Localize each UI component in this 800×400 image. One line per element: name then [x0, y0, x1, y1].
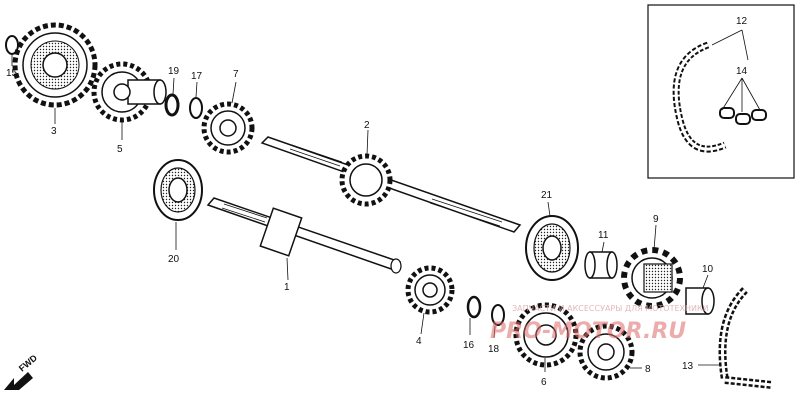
callout-8: 8	[645, 364, 651, 375]
part-16-washer	[466, 295, 482, 335]
part-10-spacer	[685, 274, 715, 315]
part-7-gear	[201, 81, 255, 155]
watermark-brand: PRO-MOTOR.RU	[490, 319, 686, 344]
part-9-sprocket	[621, 224, 683, 309]
callout-14: 14	[736, 66, 748, 77]
watermark-tagline: ЗАПЧАСТИ И АКСЕССУАРЫ ДЛЯ МОТОТЕХНИКИ	[512, 304, 709, 313]
callout-6: 6	[541, 377, 547, 388]
callout-13: 13	[682, 361, 694, 372]
callout-19: 19	[168, 66, 180, 77]
part-18-circlip	[491, 304, 505, 339]
part-17-circlip	[189, 81, 203, 119]
callout-20: 20	[168, 254, 180, 265]
callout-labels: 1 2 3 4 5 6 7 8 9 10 11 12 13 14 15 16 1…	[6, 16, 748, 388]
callout-3: 3	[51, 126, 57, 137]
callout-7: 7	[233, 69, 239, 80]
part-3-gear	[12, 22, 98, 124]
part-6-gear	[513, 302, 579, 372]
part-4-gear	[405, 265, 455, 335]
callout-16: 16	[463, 340, 475, 351]
part-8-gear	[577, 323, 642, 381]
callout-1: 1	[284, 282, 290, 293]
part-5-gear	[91, 61, 167, 140]
part-21-bearing	[525, 201, 579, 281]
callout-18: 18	[488, 344, 500, 355]
part-19-washer	[164, 77, 180, 117]
callout-9: 9	[653, 214, 659, 225]
fwd-label: FWD	[17, 352, 40, 373]
callout-17: 17	[191, 71, 203, 82]
callout-2: 2	[364, 120, 370, 131]
callout-4: 4	[416, 336, 422, 347]
callout-21: 21	[541, 190, 553, 201]
callout-15: 15	[6, 68, 18, 79]
watermark: ЗАПЧАСТИ И АКСЕССУАРЫ ДЛЯ МОТОТЕХНИКИ PR…	[490, 304, 709, 344]
part-20-bearing	[153, 159, 203, 250]
part-13-drive-chain	[698, 287, 773, 389]
part-2-countershaft	[260, 129, 522, 233]
master-link-inset	[719, 107, 767, 125]
callout-5: 5	[117, 144, 123, 155]
part-11-collar	[584, 241, 618, 279]
chain-inset	[647, 4, 795, 179]
forward-arrow-icon: FWD	[4, 352, 39, 390]
part-1-mainshaft	[206, 197, 402, 281]
callout-11: 11	[598, 230, 609, 241]
callout-12: 12	[736, 16, 748, 27]
callout-10: 10	[702, 264, 714, 275]
